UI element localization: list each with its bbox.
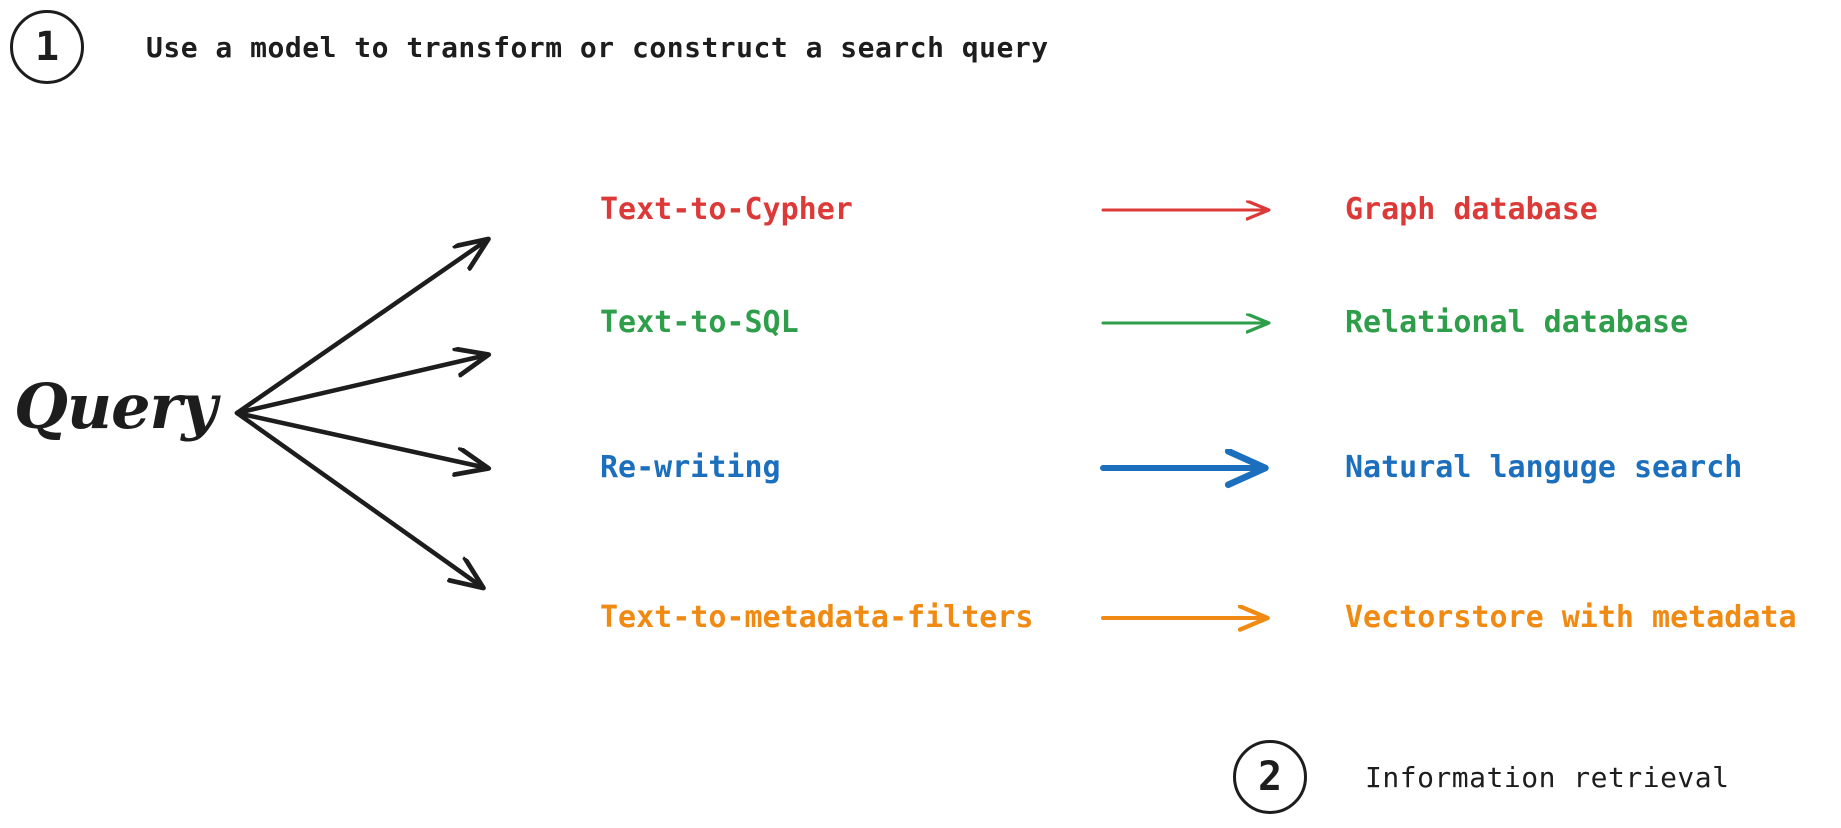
arrow-text-to-metadata-filters (1100, 590, 1290, 646)
step-1-label: Use a model to transform or construct a … (146, 30, 1049, 64)
row-text-to-sql: Text-to-SQL Relational database (0, 295, 1841, 351)
step-1-group: 1 Use a model to transform or construct … (10, 10, 1049, 84)
target-label-graph-database: Graph database (1345, 192, 1598, 227)
step-2-group: 2 Information retrieval (1233, 740, 1730, 814)
fan-arrow-to-text-to-sql (234, 355, 487, 416)
row-text-to-cypher: Text-to-Cypher Graph database (0, 182, 1841, 238)
row-text-to-metadata-filters: Text-to-metadata-filters Vectorstore wit… (0, 590, 1841, 646)
method-label-text-to-sql: Text-to-SQL (600, 305, 799, 340)
arrow-text-to-sql (1100, 295, 1290, 351)
step-1-badge: 1 (10, 10, 84, 84)
step-2-label: Information retrieval (1365, 760, 1730, 794)
method-label-text-to-metadata-filters: Text-to-metadata-filters (600, 600, 1034, 635)
arrow-re-writing (1100, 440, 1290, 496)
arrow-text-to-cypher (1100, 182, 1290, 238)
step-2-badge: 2 (1233, 740, 1307, 814)
query-source-label: Query (14, 370, 217, 443)
target-label-vectorstore-with-metadata: Vectorstore with metadata (1345, 600, 1797, 635)
method-label-re-writing: Re-writing (600, 450, 781, 485)
target-label-relational-database: Relational database (1345, 305, 1689, 340)
row-re-writing: Re-writing Natural languge search (0, 440, 1841, 496)
method-label-text-to-cypher: Text-to-Cypher (600, 192, 853, 227)
target-label-natural-language-search: Natural languge search (1345, 450, 1743, 485)
